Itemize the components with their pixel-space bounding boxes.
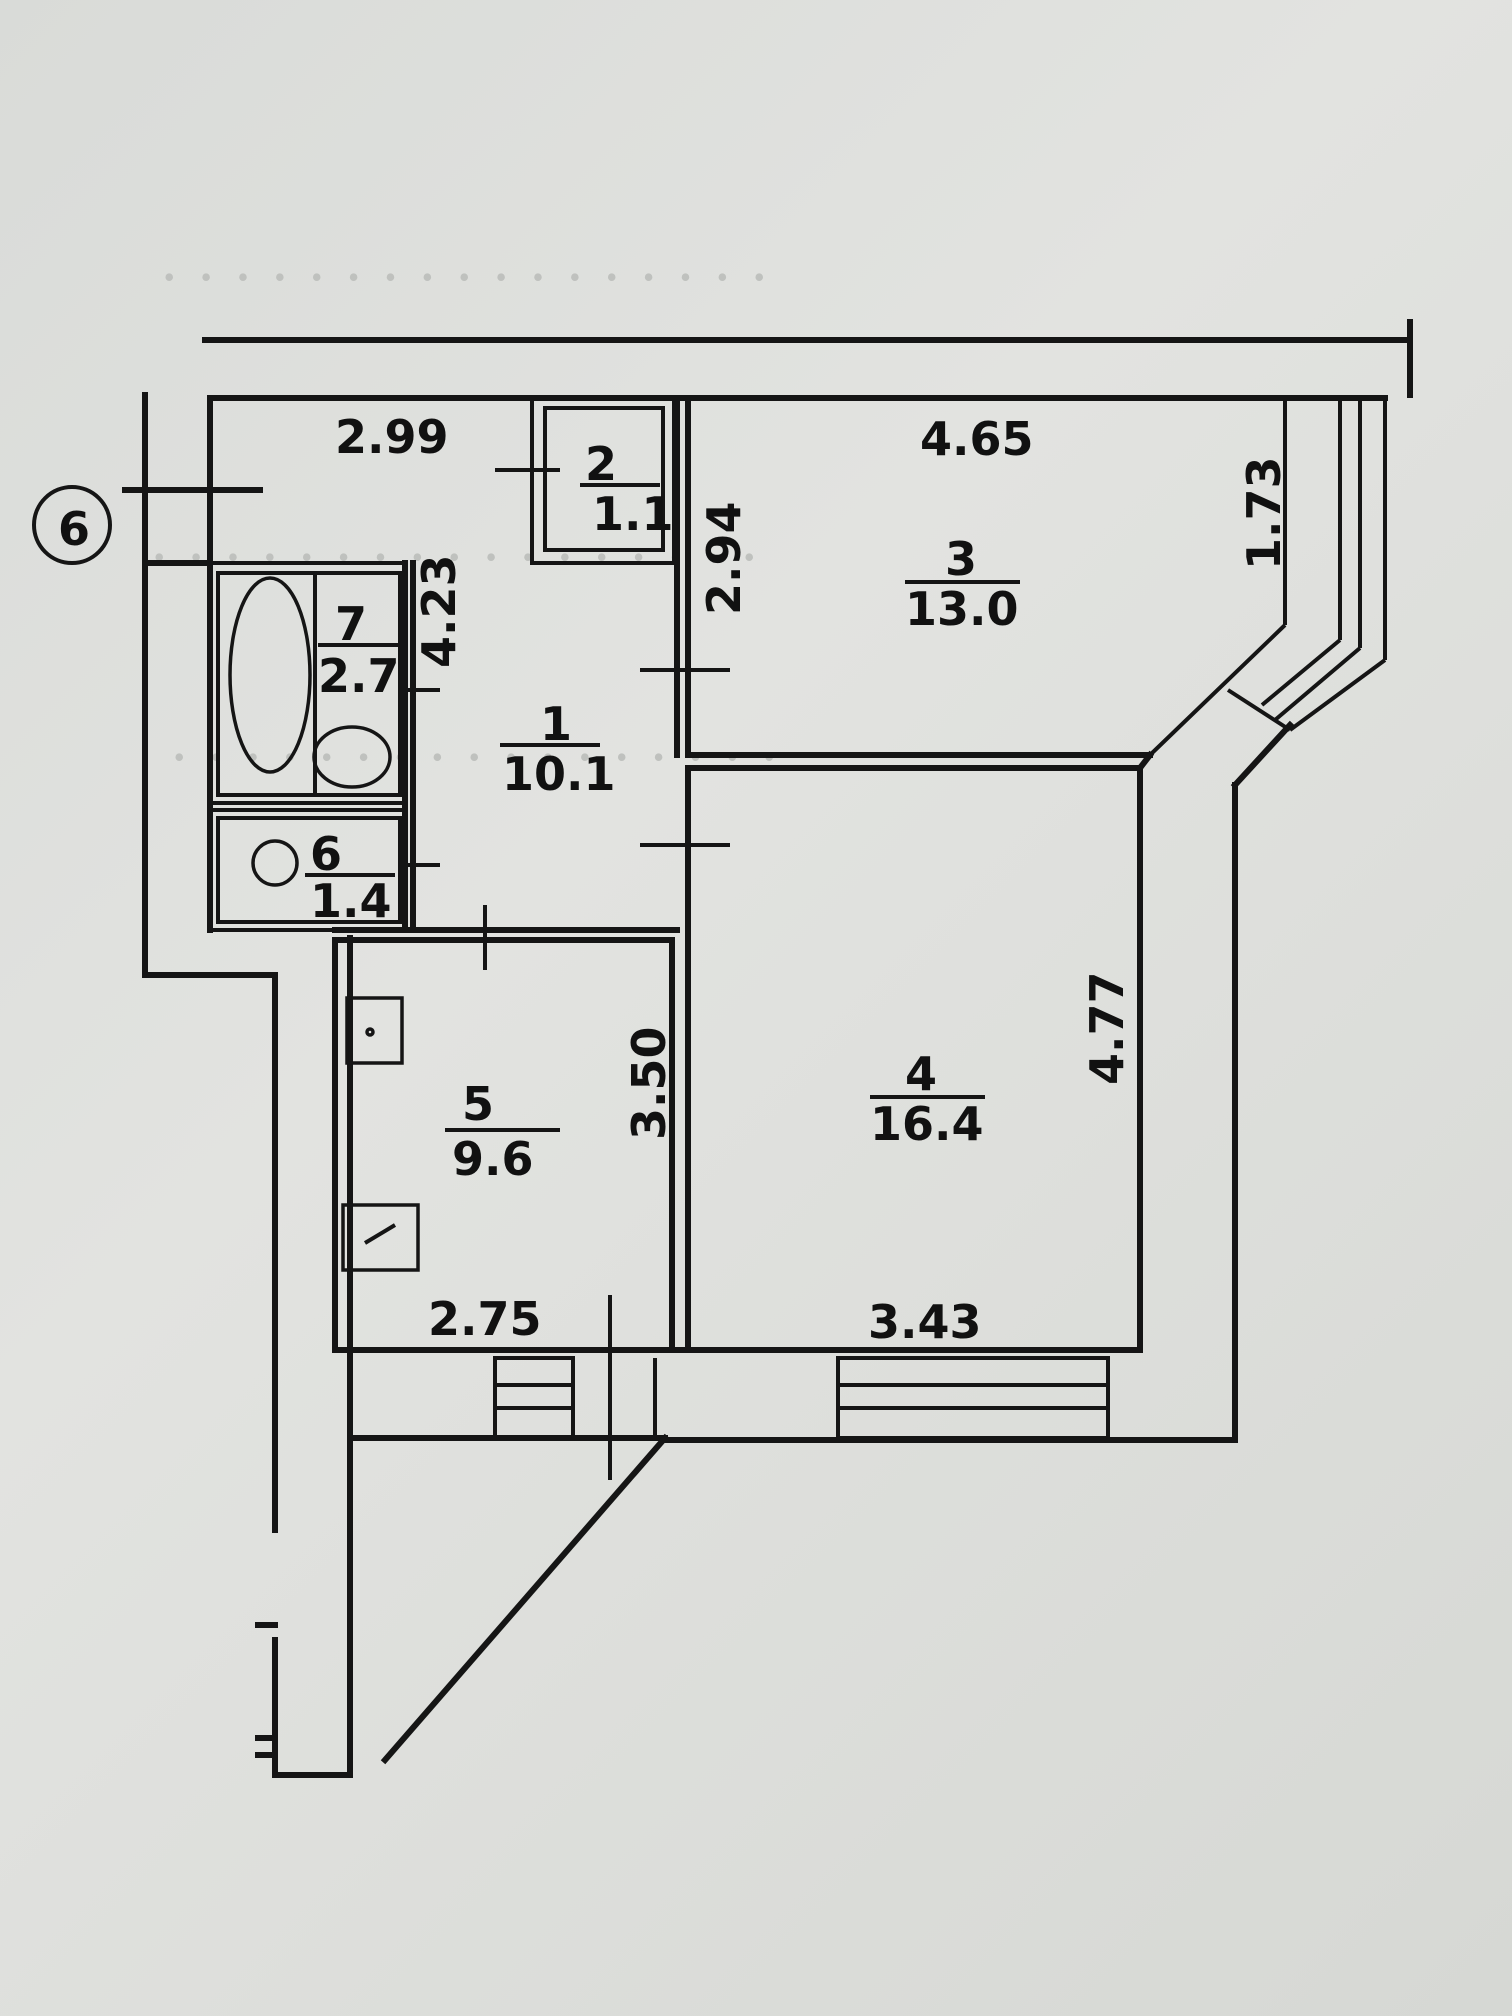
- svg-text:. . . . . . . . . . . . . . .: . . . . . . . . . . . . . . . . .: [160, 226, 768, 294]
- room-7-area: 2.7: [318, 649, 400, 703]
- dim-3-43: 3.43: [868, 1295, 982, 1349]
- room-6-number: 6: [310, 827, 342, 881]
- room-5-area: 9.6: [452, 1132, 534, 1186]
- outer-walls: [122, 319, 1413, 1778]
- room-5-number: 5: [462, 1077, 494, 1131]
- room-4-number: 4: [905, 1047, 937, 1101]
- marker-symbol: 6: [58, 502, 90, 556]
- dim-4-23: 4.23: [412, 555, 466, 669]
- door-markers: [405, 468, 730, 1480]
- dim-1-73: 1.73: [1237, 457, 1291, 571]
- toilet-icon: [251, 839, 299, 887]
- dimension-labels: 2.99 4.65 1.73 2.94 4.23 3.50 4.77 2.75 …: [335, 410, 1291, 1349]
- bathtub-icon: [228, 576, 312, 774]
- fixtures: [228, 576, 420, 1272]
- electric-panel-icon: [341, 1203, 420, 1272]
- room-labels: 1 10.1 2 1.1 3 13.0 4 16.4 5 9.6 6 1.4 7…: [305, 437, 1020, 1186]
- orientation-marker: 6: [32, 485, 112, 565]
- dim-2-75: 2.75: [428, 1292, 542, 1346]
- room-2-number: 2: [585, 437, 617, 491]
- room-3-area: 13.0: [905, 582, 1019, 636]
- background-show-through: . . . . . . . . . . . . . . . . . . . . …: [150, 226, 778, 774]
- room-7-number: 7: [335, 597, 367, 651]
- interior-walls: [208, 395, 1155, 1440]
- dim-4-77: 4.77: [1080, 972, 1134, 1086]
- dim-2-94: 2.94: [697, 502, 751, 616]
- dim-4-65: 4.65: [920, 412, 1034, 466]
- room-4-area: 16.4: [870, 1097, 984, 1151]
- bay-window: [1148, 398, 1387, 757]
- sink-icon: [312, 725, 392, 789]
- dim-2-99: 2.99: [335, 410, 449, 464]
- dim-3-50: 3.50: [622, 1027, 676, 1141]
- room-3-number: 3: [945, 532, 977, 586]
- room-2-area: 1.1: [592, 487, 674, 541]
- room-1-area: 10.1: [502, 747, 616, 801]
- room-1-number: 1: [540, 697, 572, 751]
- room-6-area: 1.4: [310, 874, 392, 928]
- stove-icon: [345, 996, 404, 1065]
